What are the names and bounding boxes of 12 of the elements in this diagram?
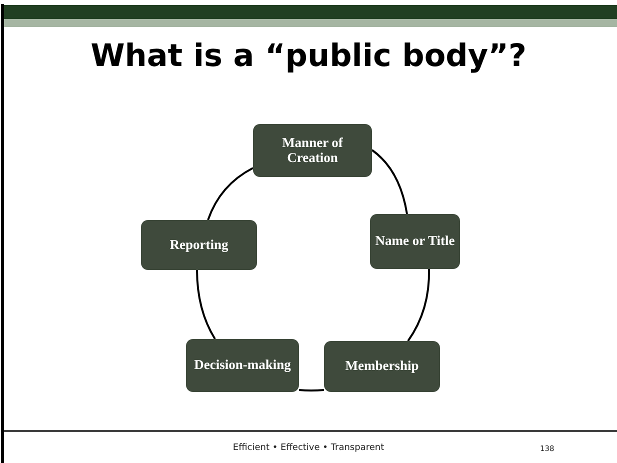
process-box: Name or Title xyxy=(370,214,460,269)
connector-line xyxy=(207,167,254,220)
connector-line xyxy=(196,270,216,340)
process-box: Decision-making xyxy=(186,339,299,392)
connector-line xyxy=(371,149,408,214)
process-box: Membership xyxy=(324,341,440,392)
connector-line xyxy=(298,389,324,392)
slide-title: What is a “public body”? xyxy=(90,38,528,74)
process-box: Manner of Creation xyxy=(253,124,372,177)
footer-text: Efficient • Effective • Transparent xyxy=(232,443,384,453)
process-box: Reporting xyxy=(141,220,257,270)
connector-line xyxy=(407,269,430,342)
